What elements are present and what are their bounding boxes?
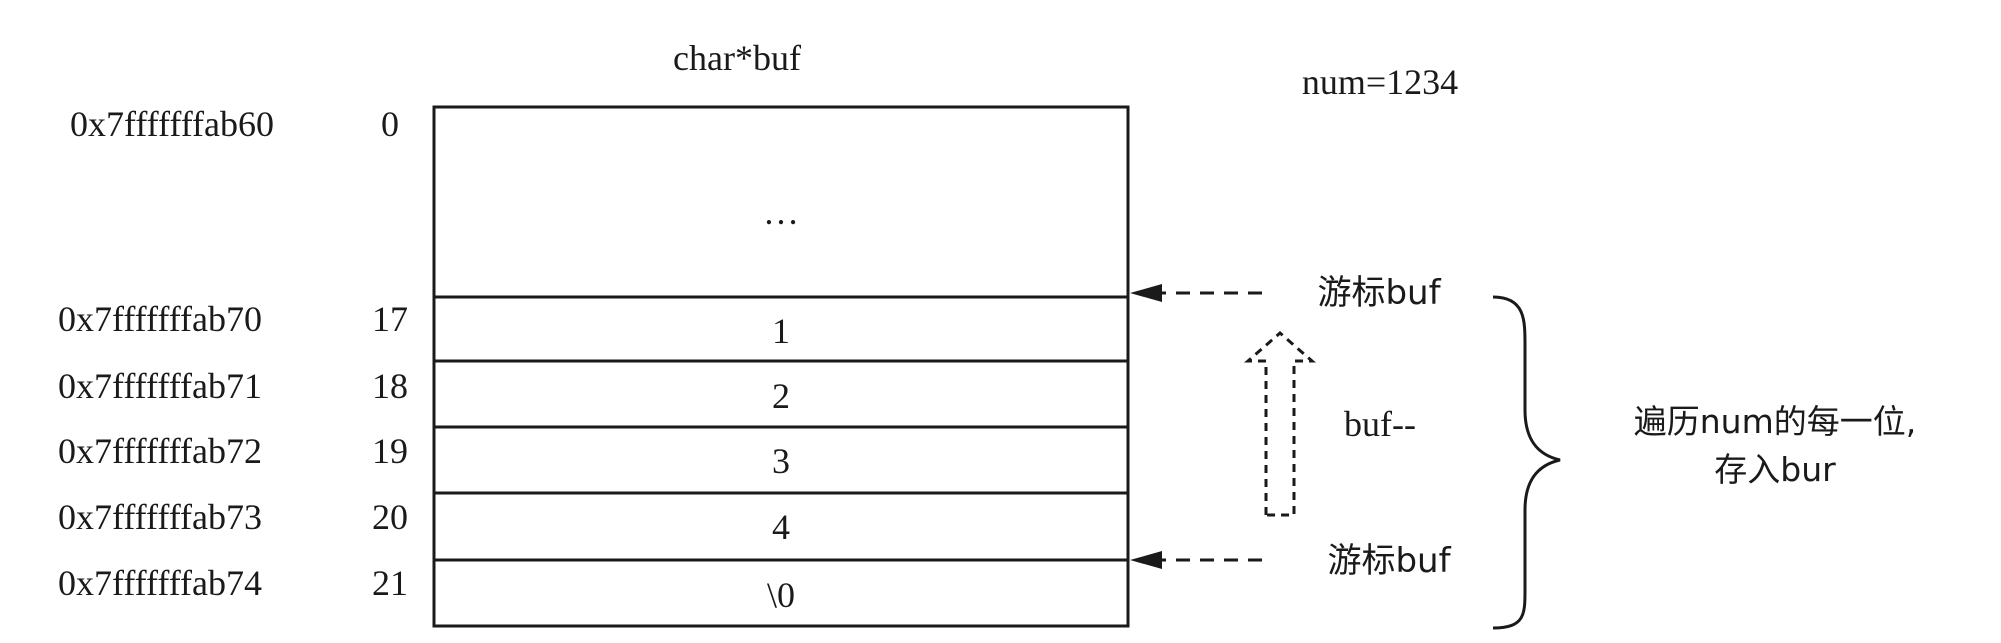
row-value-21: \0 [766, 575, 796, 615]
base-address: 0x7fffffffab60 [70, 104, 274, 144]
cursor-top-arrow [1130, 284, 1262, 302]
base-index: 0 [381, 104, 399, 144]
right-brace [1492, 295, 1561, 630]
row-address-19: 0x7fffffffab72 [58, 431, 262, 471]
num-label: num=1234 [1301, 62, 1459, 102]
row-address-17: 0x7fffffffab70 [58, 299, 262, 339]
decrement-label: buf-- [1344, 404, 1416, 444]
row-index-17: 17 [372, 299, 408, 339]
buffer-title: char*buf [673, 38, 801, 78]
row-value-18: 2 [772, 376, 790, 416]
row-index-20: 20 [372, 497, 408, 537]
row-index-19: 19 [372, 431, 408, 471]
row-address-18: 0x7fffffffab71 [58, 366, 262, 406]
side-note-line1: 遍历num的每一位, [1633, 402, 1917, 441]
row-address-21: 0x7fffffffab74 [58, 563, 262, 603]
ellipsis: … [763, 192, 799, 232]
side-note: 遍历num的每一位, 存入bur [1570, 398, 1980, 494]
row-index-21: 21 [372, 563, 408, 603]
row-address-20: 0x7fffffffab73 [58, 497, 262, 537]
row-value-20: 4 [772, 507, 790, 547]
buffer-box [432, 105, 1130, 628]
row-value-17: 1 [772, 311, 790, 351]
decrement-up-arrow [1244, 331, 1316, 517]
row-index-18: 18 [372, 366, 408, 406]
cursor-top-label: 游标buf [1317, 273, 1441, 313]
cursor-bottom-arrow [1130, 551, 1262, 569]
row-value-19: 3 [772, 441, 790, 481]
side-note-line2: 存入bur [1714, 450, 1836, 489]
cursor-bottom-label: 游标buf [1327, 541, 1451, 581]
